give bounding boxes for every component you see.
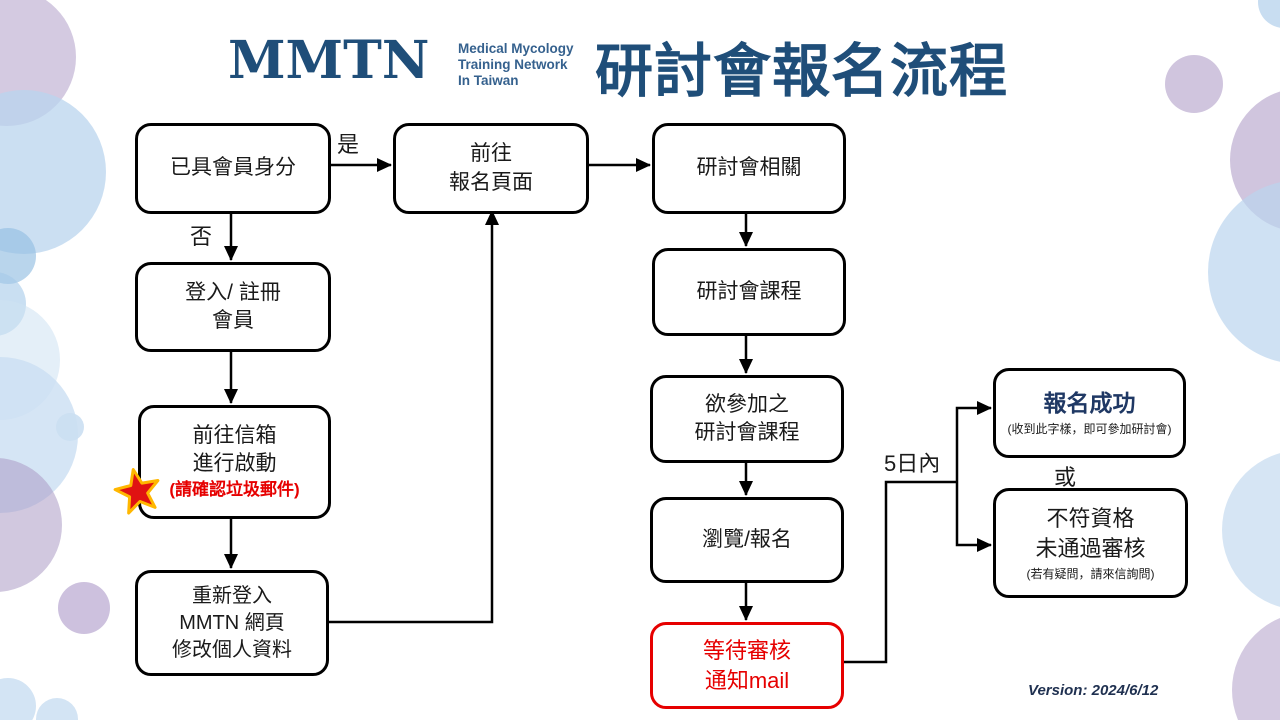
flow-box-seminar-courses: 研討會課程 (652, 248, 846, 336)
decorative-circle (1165, 55, 1223, 113)
arrow-relogin-to-registerpage (323, 210, 499, 624)
box-text: 修改個人資料 (172, 638, 292, 661)
box-text: 前往信箱 (192, 423, 277, 447)
flow-box-wait-review: 等待審核 通知mail (650, 622, 844, 709)
logo-sub-line: Training Network (458, 57, 568, 73)
box-text: 重新登入 (192, 584, 272, 607)
box-text: 通知mail (704, 667, 790, 693)
box-text: 瀏覽/報名 (702, 527, 792, 551)
flow-box-relogin: 重新登入 MMTN 網頁 修改個人資料 (135, 570, 329, 676)
label-yes: 是 (337, 132, 360, 157)
flow-box-success: 報名成功 (收到此字樣，即可參加研討會) (993, 368, 1186, 458)
spam-warning-text: (請確認垃圾郵件) (169, 480, 300, 500)
box-text: 研討會課程 (694, 421, 800, 444)
logo-sub-line: In Taiwan (458, 73, 519, 89)
flow-box-browse-register: 瀏覽/報名 (650, 497, 844, 583)
logo-sub-line: Medical Mycology (458, 41, 574, 56)
page-title: 研討會報名流程 (595, 39, 1009, 104)
label-within-5-days: 5日內 (884, 451, 941, 476)
decorative-circle (58, 582, 110, 634)
mmtn-logo: MMTN (228, 30, 430, 91)
arrow-branch-to-rejected (955, 482, 992, 552)
box-text: 欲參加之 (705, 392, 789, 416)
success-note: (收到此字樣，即可參加研討會) (1007, 422, 1172, 437)
version-text: Version: 2024/6/12 (1028, 682, 1159, 699)
box-text: 未通過審核 (1035, 535, 1146, 561)
decorative-circle (36, 698, 78, 720)
box-text: 等待審核 (702, 637, 791, 663)
arrow-branch-to-success (955, 401, 992, 482)
box-text: MMTN 網頁 (179, 611, 285, 634)
box-text: 登入/ 註冊 (185, 280, 281, 304)
flow-box-desired-courses: 欲參加之 研討會課程 (650, 375, 844, 463)
flow-box-register-page: 前往 報名頁面 (393, 123, 589, 214)
box-text: 研討會課程 (696, 279, 802, 303)
connector-wait-to-branch (838, 480, 957, 664)
rejected-note: (若有疑問，請來信詢問) (1026, 566, 1155, 581)
box-text: 已具會員身分 (170, 156, 296, 180)
label-no: 否 (190, 224, 213, 249)
flow-box-seminar-related: 研討會相關 (652, 123, 846, 214)
flow-box-mailbox-activate: 前往信箱 進行啟動 (請確認垃圾郵件) (138, 405, 331, 519)
decorative-circle (56, 413, 84, 441)
flow-box-rejected: 不符資格 未通過審核 (若有疑問，請來信詢問) (993, 488, 1188, 598)
box-text: 不符資格 (1046, 506, 1135, 532)
label-or: 或 (1054, 465, 1077, 490)
box-text: 研討會相關 (696, 156, 802, 180)
success-title: 報名成功 (1043, 390, 1136, 417)
star-icon (113, 468, 160, 515)
mmtn-logo-subtitle: Medical Mycology Training Network In Tai… (458, 41, 574, 90)
flow-box-member-check: 已具會員身分 (135, 123, 331, 214)
box-text: 前往 (470, 142, 512, 166)
box-text: 進行啟動 (192, 452, 277, 476)
flow-box-login-register: 登入/ 註冊 會員 (135, 262, 331, 352)
box-text: 會員 (212, 309, 254, 332)
box-text: 報名頁面 (449, 170, 533, 194)
